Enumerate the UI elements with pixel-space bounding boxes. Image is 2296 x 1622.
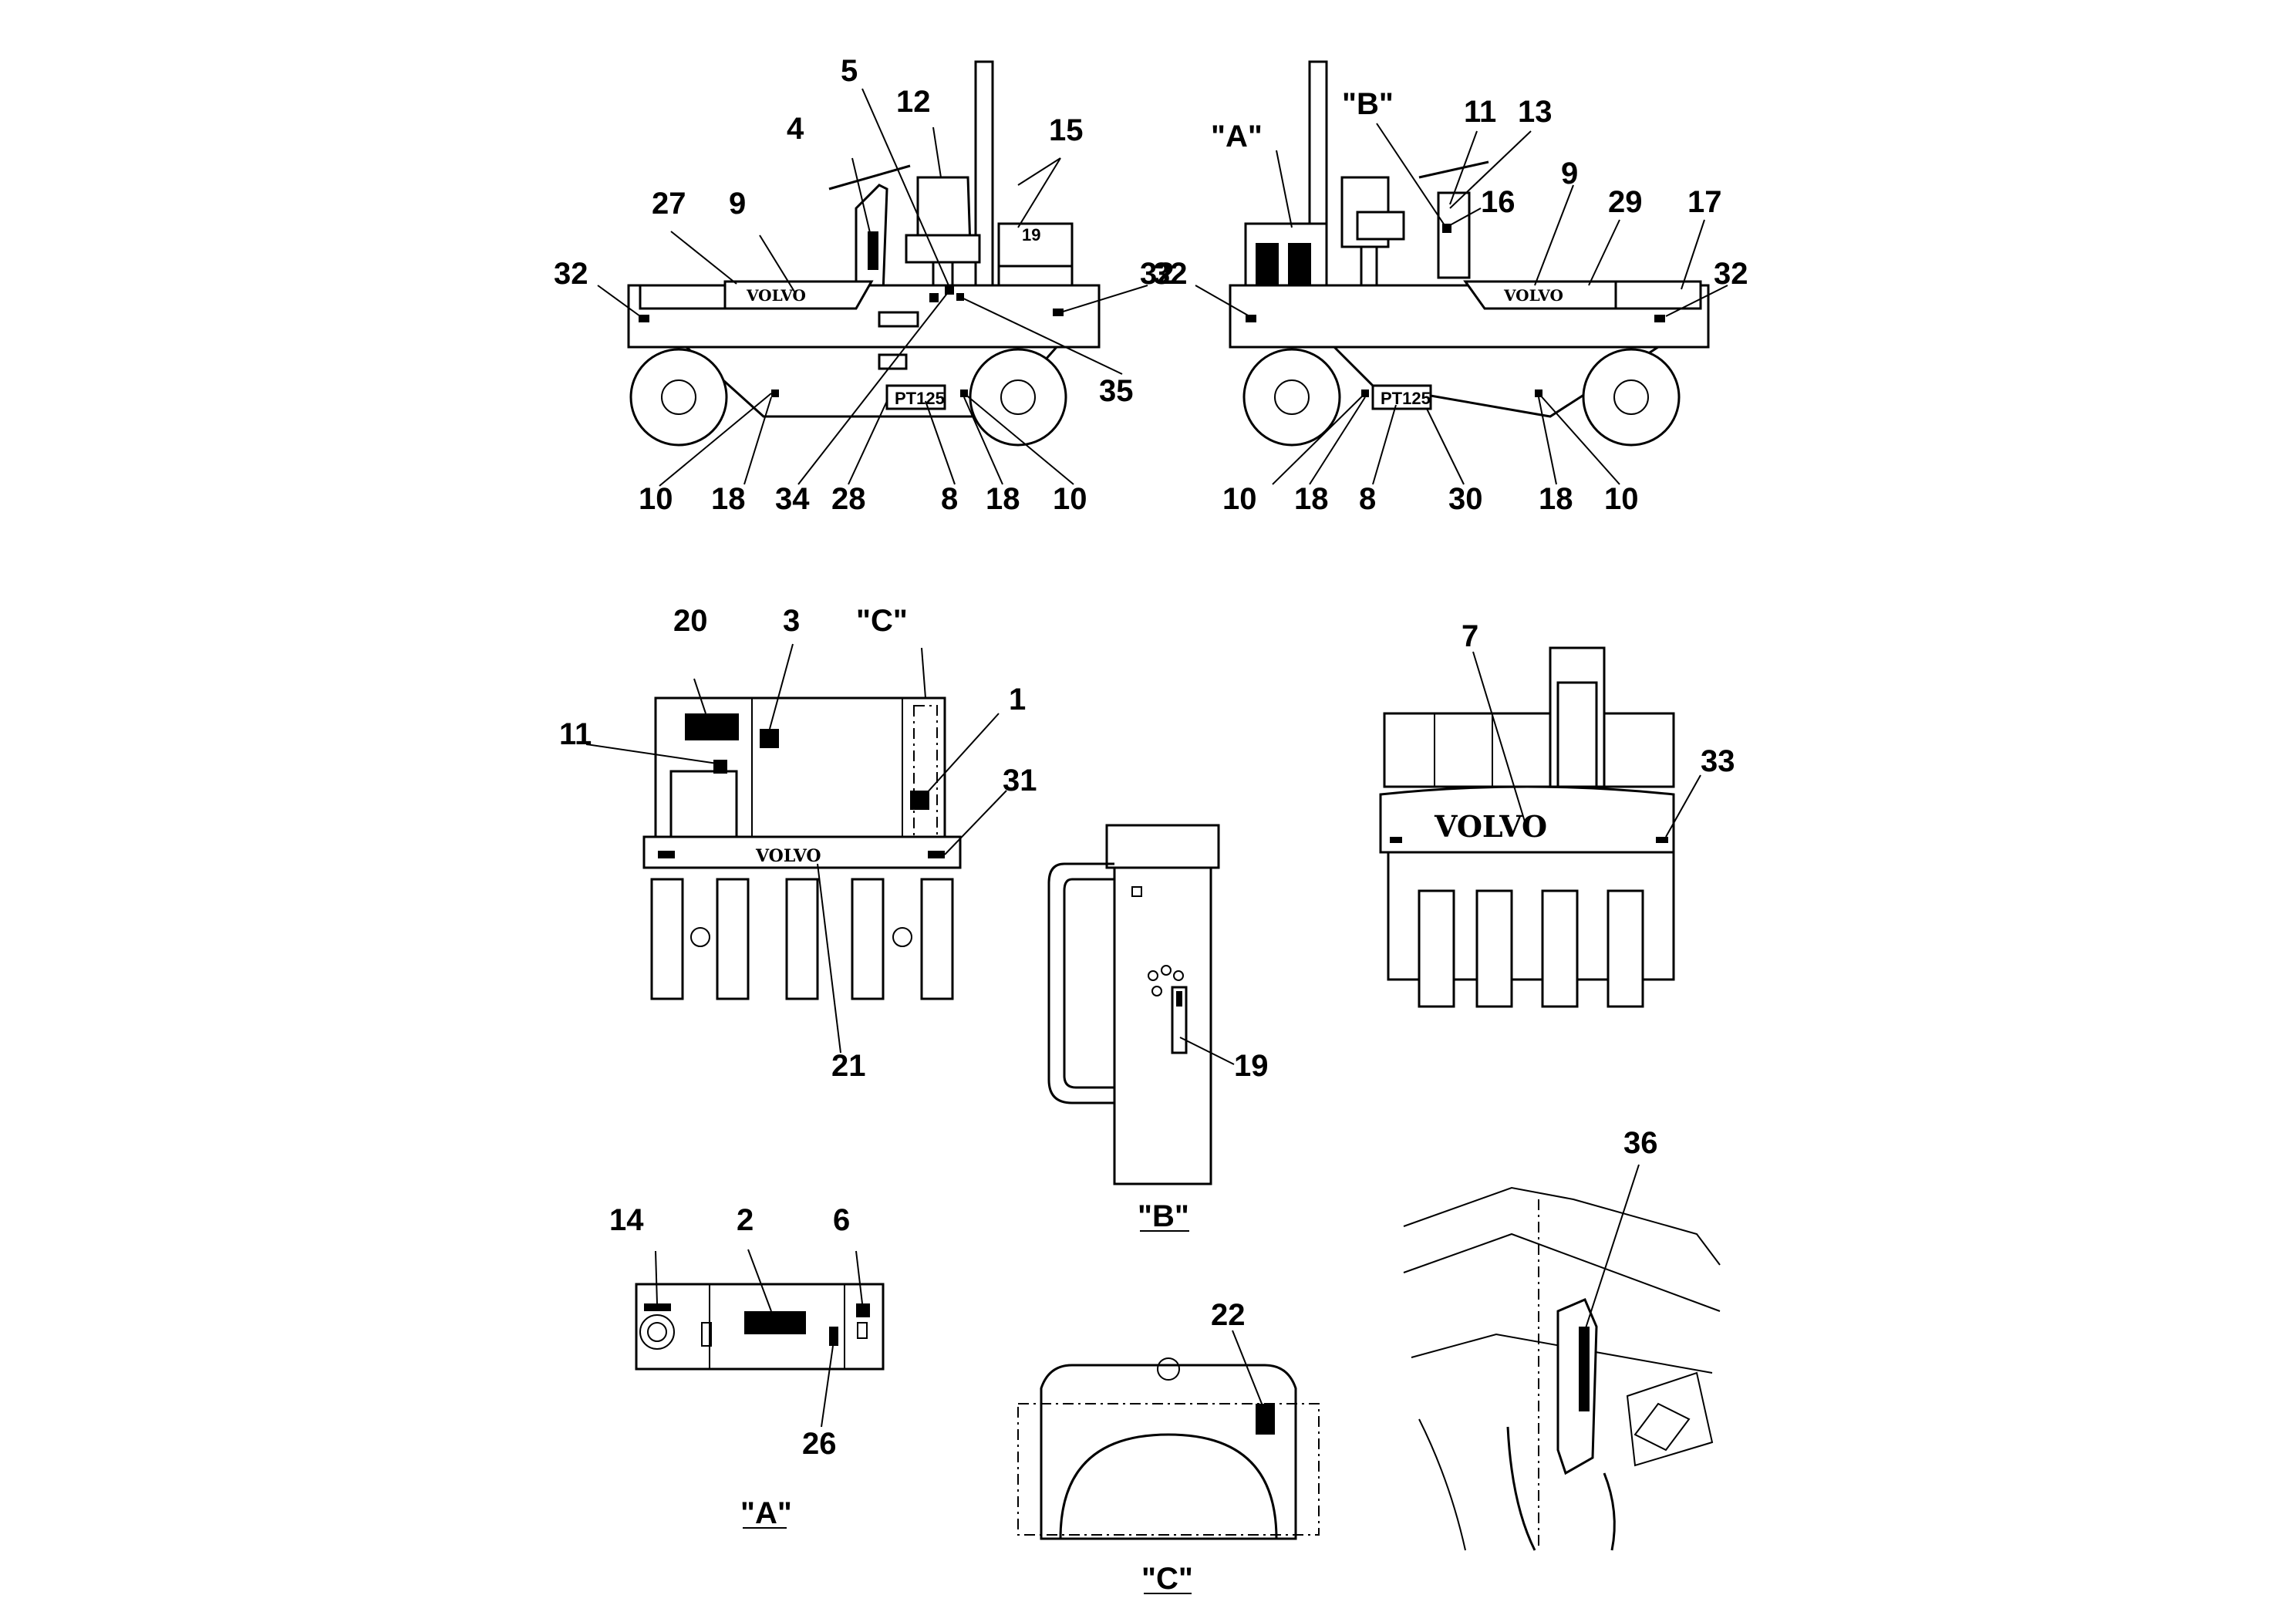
label-10b: 10: [1053, 482, 1087, 516]
label-1: 1: [1009, 683, 1026, 717]
label-21: 21: [831, 1049, 866, 1083]
label-4: 4: [787, 112, 804, 146]
detail-b-console: [1047, 824, 1220, 1185]
label-30: 30: [1448, 482, 1483, 516]
label-32b: 32: [1140, 257, 1175, 291]
label-11: 11: [1464, 95, 1496, 129]
label-10d: 10: [1604, 482, 1639, 516]
callout-labels: 5 12 4 15 27 9 32 32 35 10 18 34 28 8 18…: [554, 54, 1748, 1596]
label-view-a: "A": [1211, 120, 1263, 153]
label-32: 32: [554, 257, 588, 291]
label-26: 26: [802, 1427, 837, 1461]
label-7: 7: [1462, 619, 1478, 653]
label-19: 19: [1234, 1049, 1269, 1083]
detail-36-perspective: [1403, 1186, 1721, 1551]
label-20: 20: [673, 604, 708, 638]
caption-view-b: "B": [1138, 1199, 1189, 1233]
label-16: 16: [1481, 185, 1515, 219]
label-3: 3: [783, 604, 800, 638]
caption-view-a: "A": [740, 1496, 792, 1530]
label-32c: 32: [1153, 257, 1188, 291]
right-side-view: VOLVO PT125: [1229, 60, 1710, 447]
rear-view: VOLVO: [642, 696, 962, 1000]
label-view-b: "B": [1342, 87, 1394, 121]
detail-a-panel: [635, 1283, 885, 1371]
volvo-front-logo: VOLVO: [1434, 809, 1547, 844]
volvo-rear-logo: VOLVO: [755, 846, 821, 866]
label-6: 6: [833, 1203, 850, 1237]
label-13: 13: [1518, 95, 1553, 129]
label-22: 22: [1211, 1298, 1246, 1332]
label-15: 15: [1049, 113, 1084, 147]
detail-c: [1017, 1357, 1320, 1540]
label-2: 2: [737, 1203, 754, 1237]
label-9b: 9: [1561, 157, 1578, 191]
label-11b: 11: [559, 717, 592, 751]
label-28: 28: [831, 482, 866, 516]
label-9: 9: [729, 187, 746, 221]
label-35: 35: [1099, 374, 1134, 408]
label-32d: 32: [1714, 257, 1748, 291]
front-view: VOLVO: [1379, 646, 1675, 1008]
label-17: 17: [1687, 185, 1722, 219]
volvo-side-logo-left: VOLVO: [746, 286, 806, 305]
label-10: 10: [639, 482, 673, 516]
caption-view-c: "C": [1141, 1562, 1193, 1596]
label-8b: 8: [1359, 482, 1376, 516]
label-18c: 18: [1294, 482, 1329, 516]
label-33: 33: [1701, 744, 1735, 778]
leader-lines: [585, 88, 1728, 1428]
tank-marking: 19: [1022, 225, 1040, 244]
model-marking-right: PT125: [1381, 389, 1431, 408]
label-10c: 10: [1222, 482, 1257, 516]
label-36: 36: [1623, 1126, 1658, 1160]
label-12: 12: [896, 85, 931, 119]
label-34: 34: [775, 482, 810, 516]
label-27: 27: [652, 187, 686, 221]
label-18: 18: [711, 482, 746, 516]
label-8: 8: [941, 482, 958, 516]
label-5: 5: [841, 54, 858, 88]
label-18d: 18: [1539, 482, 1573, 516]
model-marking-left: PT125: [895, 389, 945, 408]
label-29: 29: [1608, 185, 1643, 219]
label-31: 31: [1003, 764, 1037, 798]
label-18b: 18: [986, 482, 1020, 516]
label-view-c: "C": [856, 604, 908, 638]
label-14: 14: [609, 1203, 644, 1237]
volvo-side-logo-right: VOLVO: [1503, 286, 1563, 305]
